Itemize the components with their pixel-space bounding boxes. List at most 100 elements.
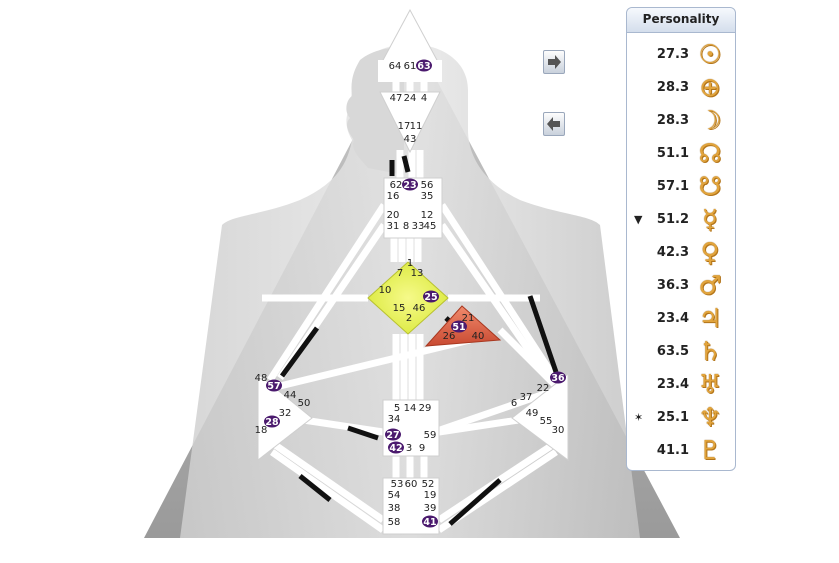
gate-label: 34: [388, 414, 401, 425]
gate-46: 46: [413, 303, 426, 314]
gate-activation-marker: [388, 441, 404, 454]
gate-label: 21: [462, 313, 475, 324]
pluto-icon: ♇: [698, 436, 722, 466]
gate-label: 24: [404, 93, 417, 104]
gate-label: 36: [551, 373, 565, 384]
neptune-icon: ♆: [698, 403, 722, 433]
gate-label: 23: [403, 180, 416, 191]
gate-label: 51: [452, 322, 465, 333]
gate-label: 2: [406, 313, 412, 324]
gate-label: 18: [255, 425, 268, 436]
planet-row: ▼51.2☿: [627, 206, 735, 236]
ajna-center: [379, 91, 441, 154]
planet-row: ✶25.1♆: [627, 404, 735, 434]
next-chart-button[interactable]: [543, 50, 565, 74]
previous-chart-button[interactable]: [543, 112, 565, 136]
gate-44: 44: [284, 390, 297, 401]
gate-40: 40: [472, 331, 485, 342]
gate-label: 20: [387, 210, 400, 221]
gate-59: 59: [424, 430, 437, 441]
gate-52: 52: [422, 479, 435, 490]
gate-activation-marker: [402, 178, 418, 191]
arrow-left-icon: [547, 117, 560, 131]
gate-53: 53: [391, 479, 404, 490]
gate-32: 32: [279, 408, 292, 419]
gate-11: 11: [410, 121, 423, 132]
gate-60: 60: [405, 479, 418, 490]
planet-row: 42.3 ♀: [627, 239, 735, 269]
gate-label: 43: [404, 134, 417, 145]
planet-gate-value: 25.1: [656, 410, 689, 425]
planet-gate-value: 42.3: [656, 245, 689, 260]
gate-label: 5: [394, 403, 400, 414]
gate-43: 43: [404, 134, 417, 145]
planet-gate-value: 23.4: [656, 311, 689, 326]
defined-channel: [279, 326, 320, 378]
gate-label: 61: [404, 61, 417, 72]
gate-45: 45: [424, 221, 437, 232]
south-node-icon: ☋: [698, 172, 722, 202]
gate-64: 64: [389, 61, 402, 72]
gate-48: 48: [255, 373, 268, 384]
gate-8: 8: [403, 221, 409, 232]
gate-56: 56: [421, 180, 434, 191]
gate-label: 64: [389, 61, 402, 72]
gate-label: 28: [265, 417, 279, 428]
planet-gate-value: 28.3: [656, 113, 689, 128]
gate-label: 52: [422, 479, 435, 490]
gate-label: 48: [255, 373, 268, 384]
gate-label: 29: [419, 403, 432, 414]
gate-49: 49: [526, 408, 539, 419]
planet-gate-value: 41.1: [656, 443, 689, 458]
planet-row: 28.3☽: [627, 107, 735, 137]
gate-label: 56: [421, 180, 434, 191]
planet-gate-value: 63.5: [656, 344, 689, 359]
gate-15: 15: [393, 303, 406, 314]
gate-activation-marker: [550, 371, 566, 384]
gate-label: 4: [421, 93, 427, 104]
gate-label: 39: [424, 503, 437, 514]
channel: [497, 327, 563, 393]
gate-label: 19: [424, 490, 437, 501]
earth-icon: ⊕: [699, 73, 721, 103]
gate-23: 23: [402, 178, 418, 191]
personality-panel: Personality 27.3☉28.3⊕28.3☽51.1☊57.1☋▼51…: [626, 7, 736, 471]
gate-4: 4: [421, 93, 427, 104]
gate-activation-marker: [423, 290, 439, 303]
planet-gate-value: 51.1: [656, 146, 689, 161]
gate-17: 17: [398, 121, 411, 132]
gate-label: 7: [397, 268, 403, 279]
north-node-icon: ☊: [698, 139, 722, 169]
venus-icon: ♀: [700, 238, 720, 268]
personality-panel-title: Personality: [627, 8, 735, 33]
gate-label: 3: [406, 443, 412, 454]
gate-label: 38: [388, 503, 401, 514]
gate-label: 10: [379, 285, 392, 296]
gate-2: 2: [406, 313, 412, 324]
planet-gate-value: 36.3: [656, 278, 689, 293]
gate-label: 31: [387, 221, 400, 232]
gate-14: 14: [404, 403, 417, 414]
mercury-icon: ☿: [702, 205, 718, 235]
gate-label: 16: [387, 191, 400, 202]
gate-41: 41: [422, 515, 438, 528]
gate-label: 54: [388, 490, 401, 501]
channel: [279, 336, 471, 390]
gate-label: 40: [472, 331, 485, 342]
planet-gate-value: 57.1: [656, 179, 689, 194]
gate-label: 49: [526, 408, 539, 419]
spleen-center: [257, 372, 313, 462]
gate-51: 51: [451, 320, 467, 333]
planet-row: 57.1 ☋: [627, 173, 735, 203]
gate-7: 7: [397, 268, 403, 279]
gate-16: 16: [387, 191, 400, 202]
gate-label: 15: [393, 303, 406, 314]
row-marker: ▼: [634, 213, 643, 226]
gate-6: 6: [511, 398, 517, 409]
gate-58: 58: [388, 517, 401, 528]
gate-27: 27: [385, 428, 401, 441]
gate-activation-marker: [451, 320, 467, 333]
channel: [438, 388, 552, 434]
gate-label: 45: [424, 221, 437, 232]
gate-10: 10: [379, 285, 392, 296]
